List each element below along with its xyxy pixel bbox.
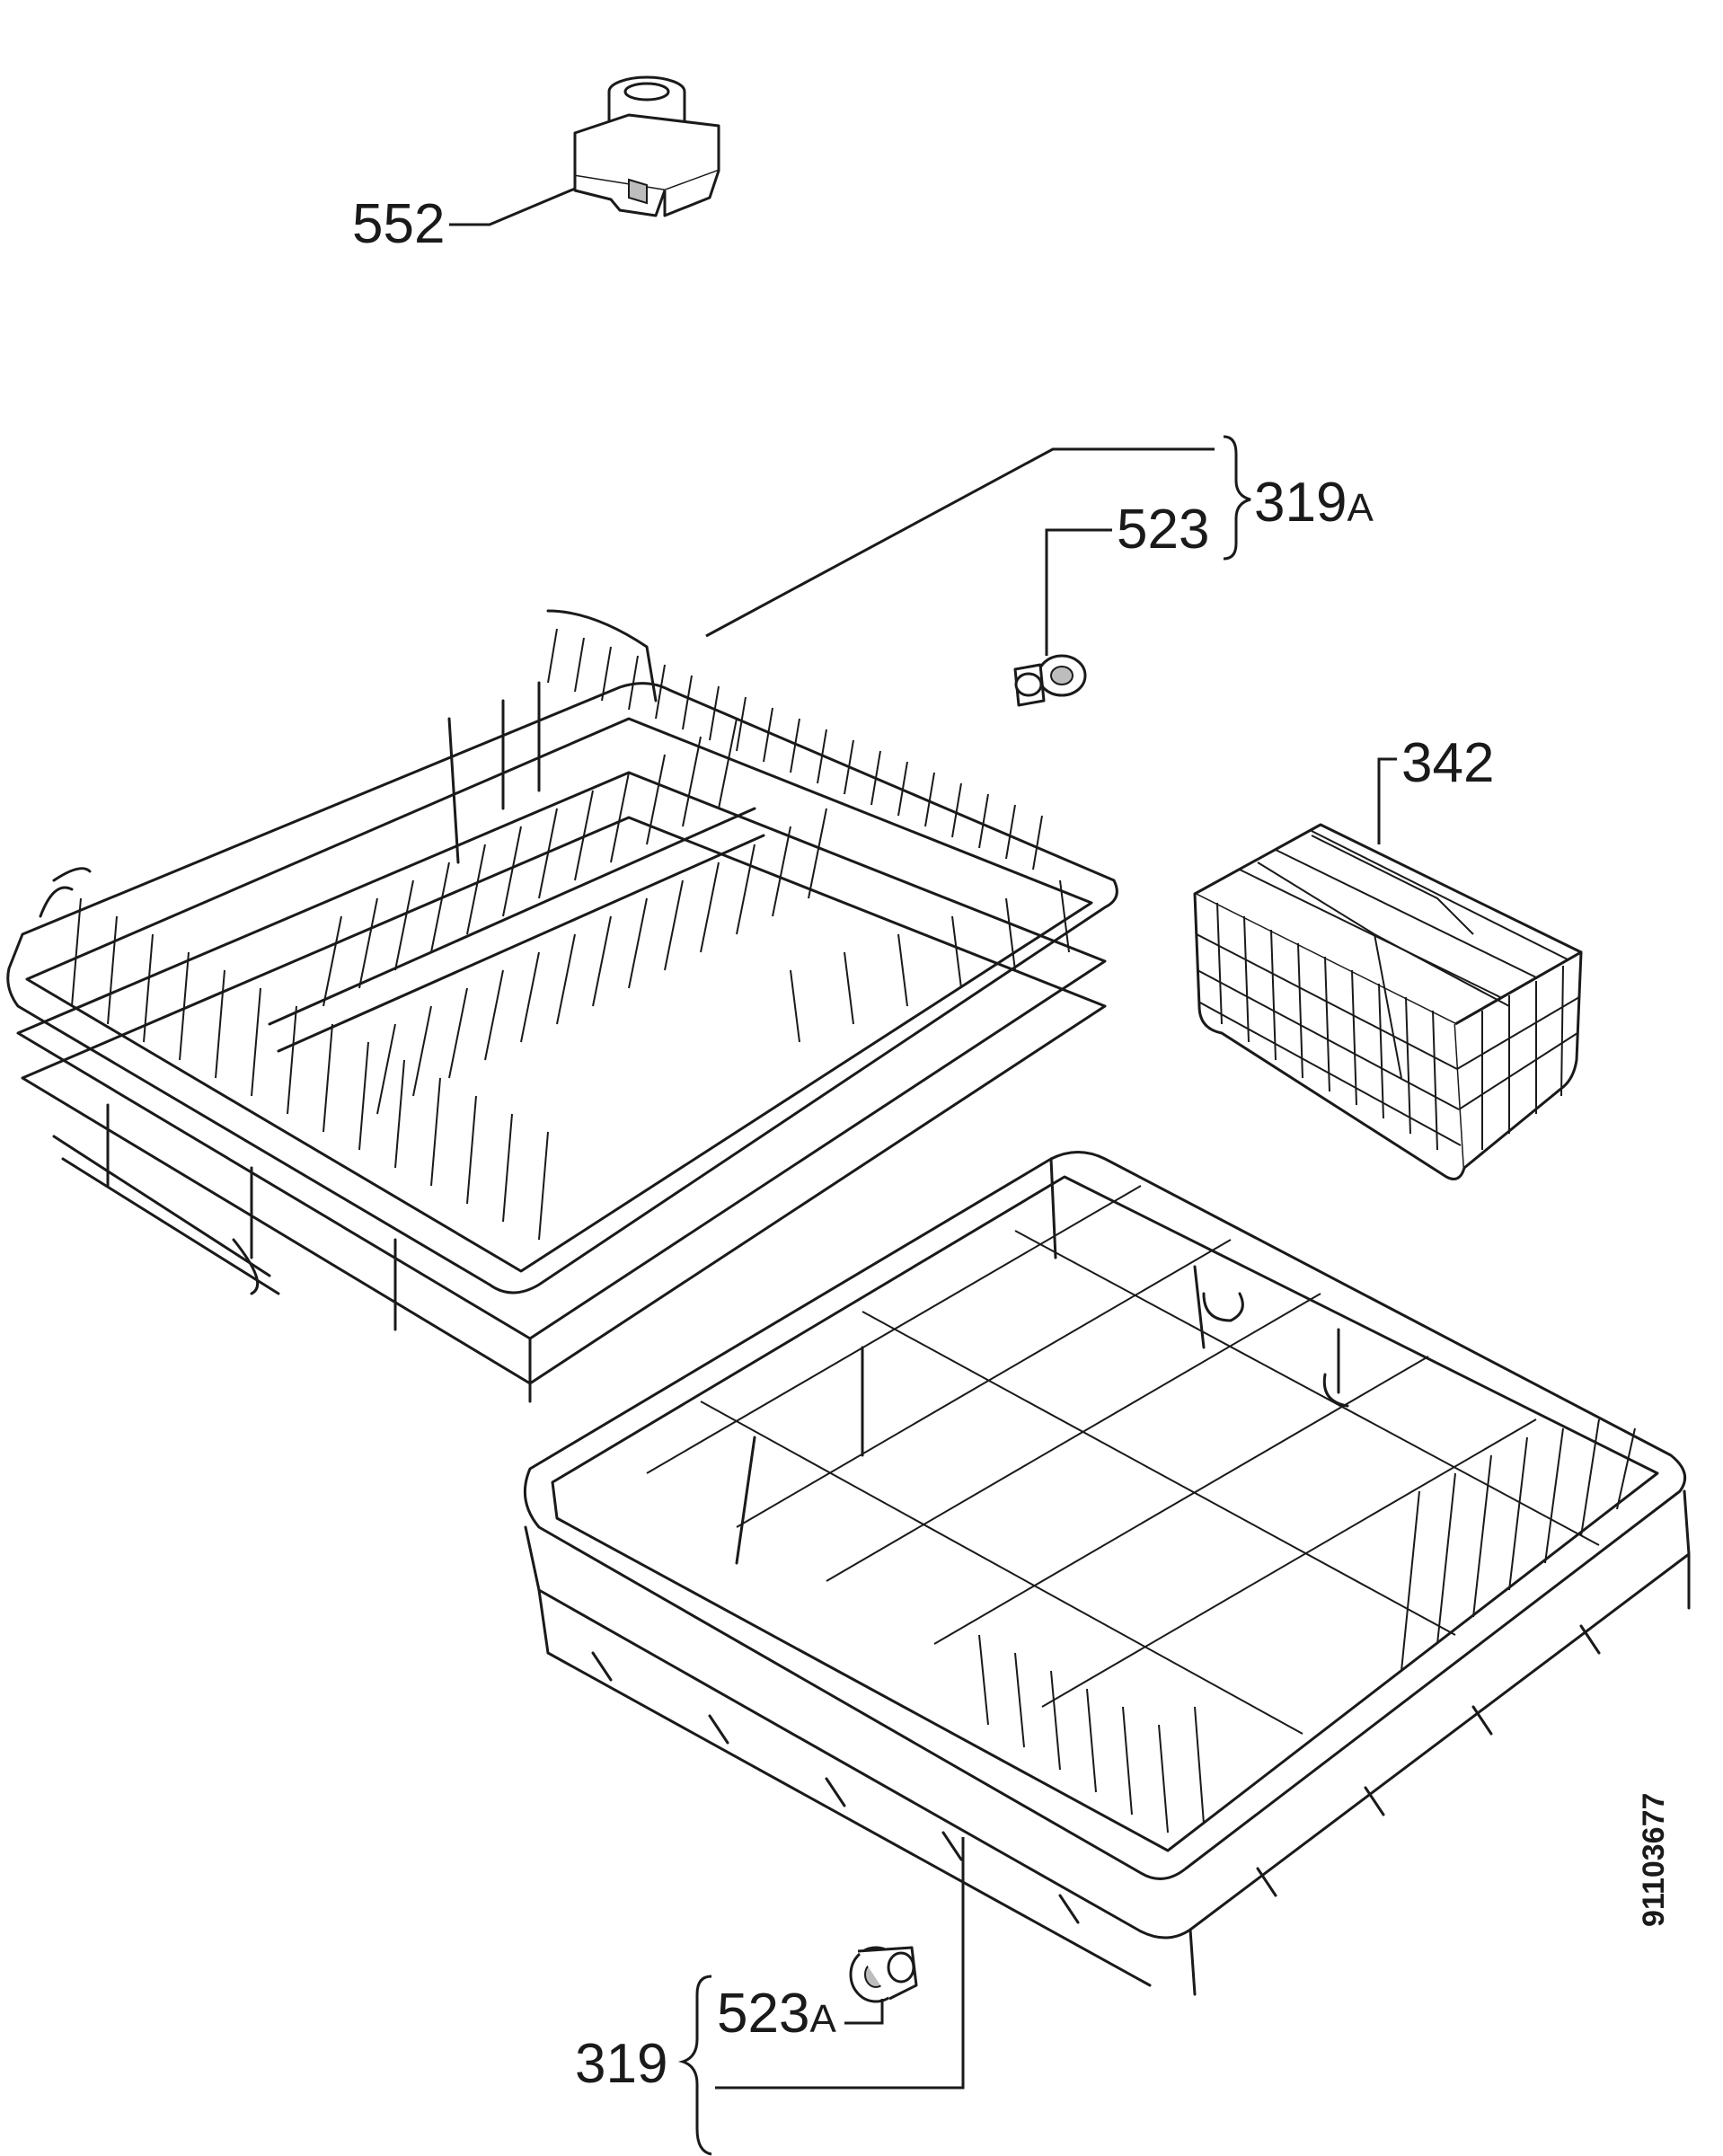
svg-text:342: 342: [1401, 732, 1494, 794]
upper-basket: [6, 609, 1118, 1403]
svg-text:523A: 523A: [717, 1983, 836, 2045]
label-319A: 319A: [705, 435, 1374, 638]
document-number: 91103677: [1637, 1793, 1671, 1927]
part-342-cutlery-basket: [1193, 823, 1583, 1180]
label-319: 319: [575, 1837, 965, 2156]
svg-text:523: 523: [1117, 499, 1209, 561]
part-552-hub: [573, 75, 720, 217]
lower-basket: [523, 1151, 1691, 1996]
label-523: 523: [1045, 499, 1209, 656]
part-523-wheel: [1013, 654, 1087, 707]
label-552: 552: [352, 187, 576, 255]
part-523A-wheel: [849, 1946, 918, 2003]
svg-text:552: 552: [352, 193, 445, 255]
svg-text:319: 319: [575, 2033, 667, 2095]
label-523A: 523A: [717, 1983, 884, 2045]
label-342: 342: [1377, 732, 1494, 844]
svg-text:319A: 319A: [1254, 472, 1374, 534]
